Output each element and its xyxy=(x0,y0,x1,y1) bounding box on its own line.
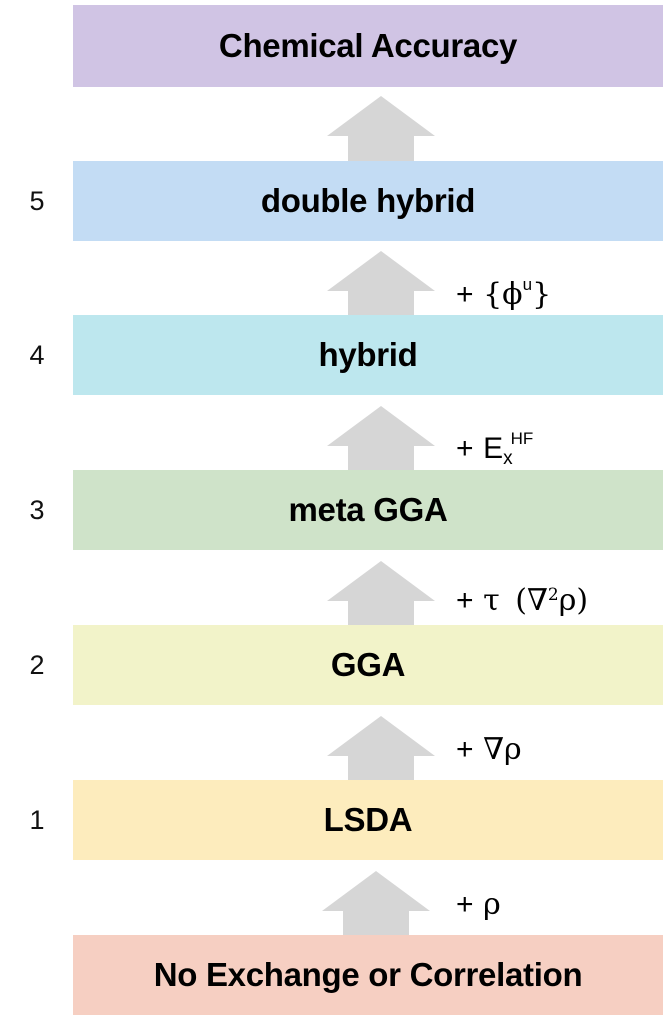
step-symbol: {ϕ xyxy=(483,277,523,312)
rung-label: double hybrid xyxy=(260,182,476,219)
up-arrow-icon xyxy=(326,559,436,625)
up-arrow-icon xyxy=(326,714,436,780)
rung-no-exchange-correlation: No Exchange or Correlation xyxy=(73,935,663,1015)
up-arrow-icon xyxy=(326,404,436,470)
plus-sign: + xyxy=(456,888,474,921)
rung-meta-gga: meta GGA xyxy=(73,470,663,550)
plus-sign: + xyxy=(456,432,474,465)
up-arrow-icon xyxy=(326,249,436,315)
step-symbol-tail: } xyxy=(532,277,552,312)
step-symbol: τ xyxy=(483,583,500,618)
step-superscript: HF xyxy=(510,429,534,448)
rung-number-1: 1 xyxy=(29,805,45,835)
step-symbol-close: ρ) xyxy=(558,583,589,618)
rung-label: meta GGA xyxy=(288,491,448,528)
rung-number-2: 2 xyxy=(29,650,45,680)
step-label-exact-exchange: + ExHF xyxy=(456,422,533,476)
step-label-density: + ρ xyxy=(456,888,501,922)
plus-sign: + xyxy=(456,278,474,311)
rung-hybrid: hybrid xyxy=(73,315,663,395)
rung-number-3: 3 xyxy=(29,495,45,525)
rung-number-5: 5 xyxy=(29,186,45,216)
step-label-density-gradient: + ∇ρ xyxy=(456,733,522,767)
step-superscript: 2 xyxy=(547,585,559,605)
rung-label: LSDA xyxy=(323,801,413,838)
up-arrow-icon xyxy=(321,869,431,935)
step-label-kinetic-energy-density: + τ (∇2ρ) xyxy=(456,578,588,618)
rung-gga: GGA xyxy=(73,625,663,705)
rung-label: Chemical Accuracy xyxy=(218,27,518,64)
step-symbol: E xyxy=(483,432,504,465)
rung-label: No Exchange or Correlation xyxy=(153,956,583,993)
step-symbol-open: (∇ xyxy=(515,583,548,618)
rung-label: GGA xyxy=(330,646,406,683)
step-symbol: ∇ρ xyxy=(483,732,522,767)
rung-double-hybrid: double hybrid xyxy=(73,161,663,241)
up-arrow-icon xyxy=(326,94,436,161)
rung-number-4: 4 xyxy=(29,340,45,370)
rung-label: hybrid xyxy=(318,336,418,373)
step-label-orbitals: + {ϕu} xyxy=(456,268,551,312)
rung-chemical-accuracy: Chemical Accuracy xyxy=(73,5,663,87)
step-superscript: u xyxy=(522,275,533,294)
step-subscript: x xyxy=(503,448,513,469)
plus-sign: + xyxy=(456,733,474,766)
step-symbol: ρ xyxy=(483,887,501,922)
rung-lsda: LSDA xyxy=(73,780,663,860)
plus-sign: + xyxy=(456,584,474,617)
